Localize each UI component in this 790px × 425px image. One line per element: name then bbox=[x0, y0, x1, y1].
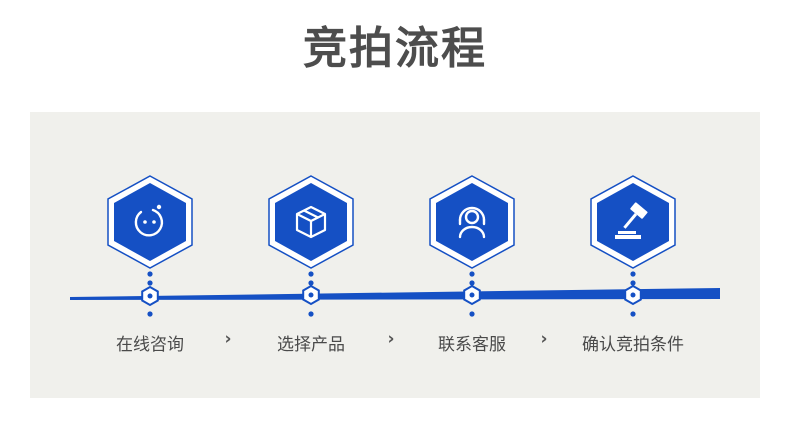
step-1-hexagon bbox=[105, 174, 195, 270]
timeline-node-1 bbox=[141, 261, 159, 317]
step-2-hexagon bbox=[266, 174, 356, 270]
step-separator-3: › bbox=[540, 329, 548, 349]
step-2-label: 选择产品 bbox=[277, 335, 345, 355]
package-box-icon bbox=[295, 205, 327, 239]
timeline-bar bbox=[70, 288, 720, 300]
headset-agent-icon bbox=[458, 206, 486, 239]
step-4-label: 确认竞拍条件 bbox=[582, 335, 684, 355]
step-4-hexagon bbox=[588, 174, 678, 270]
chat-bot-icon bbox=[134, 204, 164, 237]
process-panel: 在线咨询 选择产品 联系客服 确认竞拍条件 › › › bbox=[30, 112, 760, 398]
step-3-label: 联系客服 bbox=[438, 335, 506, 355]
auction-gavel-icon bbox=[615, 202, 648, 239]
step-separator-2: › bbox=[387, 329, 395, 349]
step-3-hexagon bbox=[427, 174, 517, 270]
step-separator-1: › bbox=[224, 329, 232, 349]
timeline-node-4 bbox=[624, 261, 642, 317]
page-title: 竞拍流程 bbox=[303, 23, 487, 74]
step-1-label: 在线咨询 bbox=[116, 335, 184, 355]
